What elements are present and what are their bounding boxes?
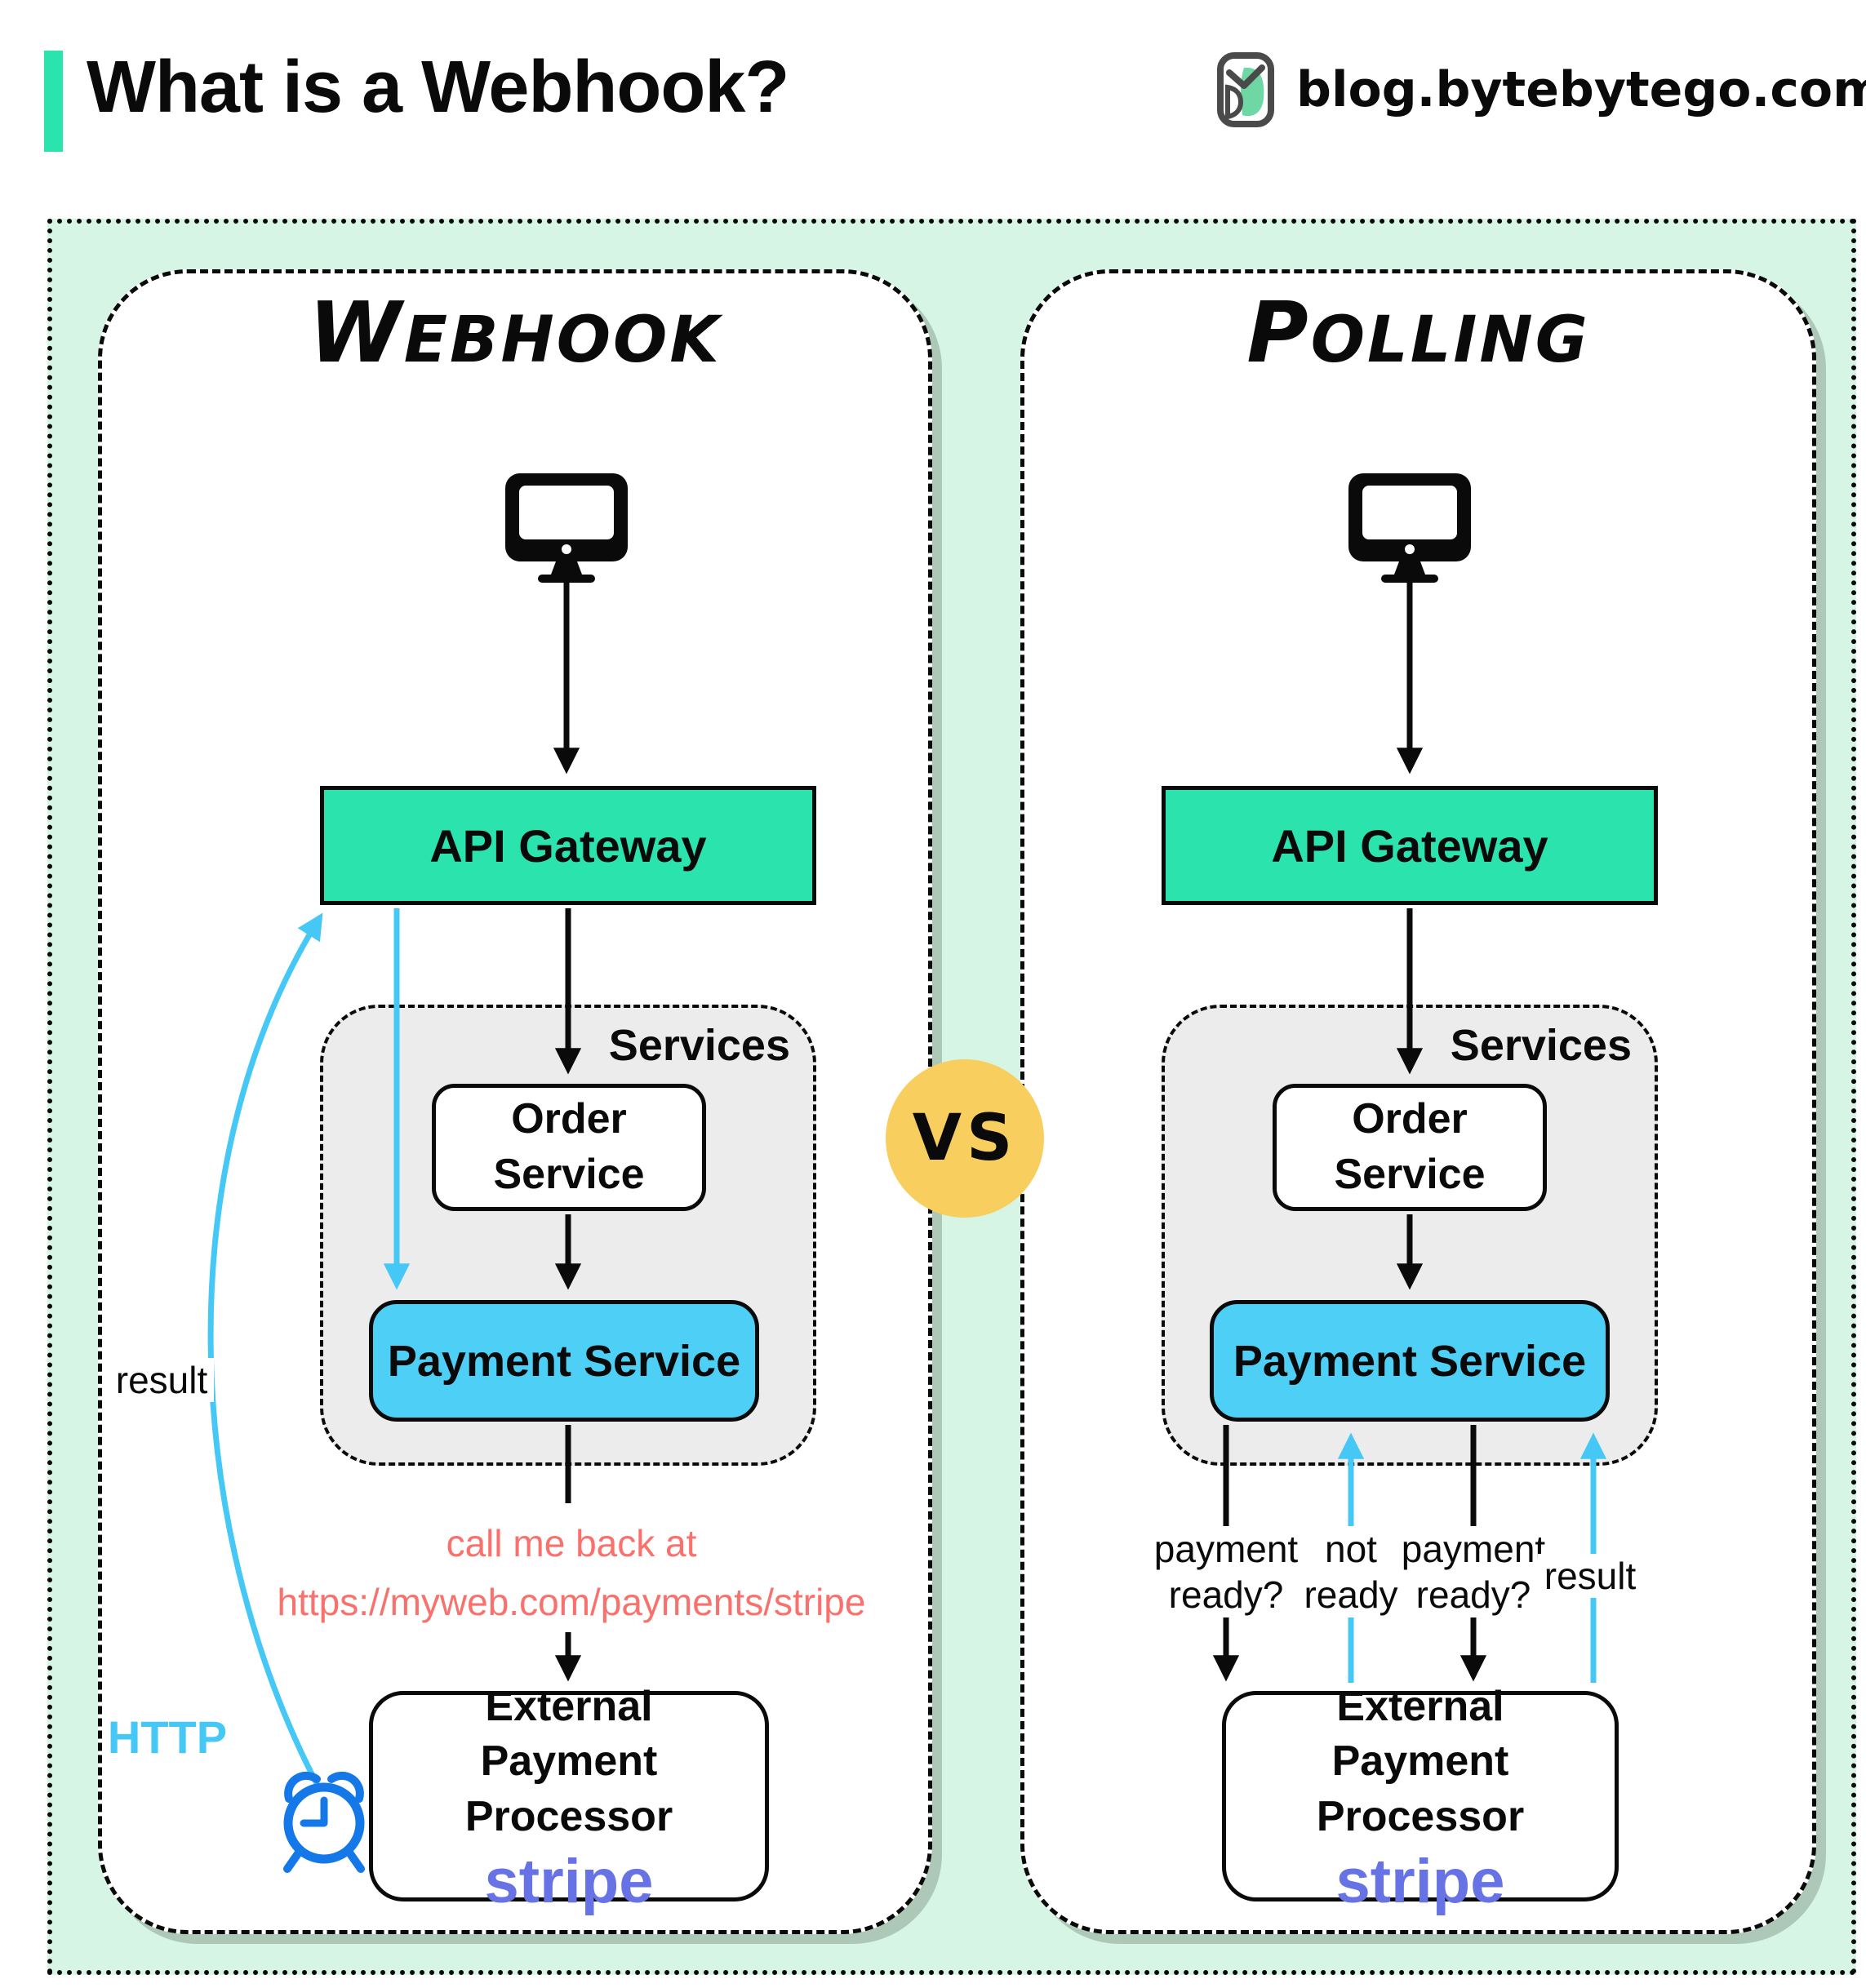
external-line1: External <box>1336 1682 1504 1730</box>
order-service-node-polling: Order Service <box>1273 1084 1547 1211</box>
webhook-panel-title: Webhook <box>309 284 722 382</box>
stripe-wordmark: stripe <box>484 1847 654 1917</box>
vs-badge: VS <box>886 1059 1044 1218</box>
external-line2: Payment Processor <box>464 1737 673 1840</box>
brand-site-text: blog.bytebytego.com <box>1296 61 1866 118</box>
client-monitor-icon <box>1348 473 1471 583</box>
external-payment-processor-node-polling: External Payment Processor stripe <box>1222 1683 1619 1913</box>
result-label-webhook: result <box>96 1358 227 1402</box>
bytebytego-logo-icon <box>1217 52 1274 127</box>
order-service-node-webhook: Order Service <box>432 1084 706 1211</box>
api-gateway-node-polling: API Gateway <box>1162 786 1658 905</box>
stripe-wordmark: stripe <box>1335 1847 1505 1917</box>
order-service-line2: Service <box>1334 1151 1486 1198</box>
polling-panel-title: Polling <box>1246 284 1590 382</box>
http-label: HTTP <box>107 1711 228 1763</box>
order-service-line1: Order <box>511 1095 627 1143</box>
external-line1: External <box>485 1682 653 1730</box>
payment-service-node-webhook: Payment Service <box>369 1300 759 1422</box>
api-gateway-node-webhook: API Gateway <box>320 786 816 905</box>
order-service-line1: Order <box>1352 1095 1468 1143</box>
page-title: What is a Webhook? <box>87 47 789 128</box>
title-accent-bar <box>44 51 63 152</box>
result-label-polling: result <box>1525 1554 1655 1598</box>
external-line2: Payment Processor <box>1316 1737 1525 1840</box>
external-payment-processor-node-webhook: External Payment Processor stripe <box>369 1683 769 1913</box>
brand: blog.bytebytego.com <box>1216 49 1866 131</box>
callback-line1: call me back at <box>439 1515 704 1573</box>
callback-line2: https://myweb.com/payments/stripe <box>270 1573 873 1632</box>
payment-service-node-polling: Payment Service <box>1210 1300 1610 1422</box>
order-service-line2: Service <box>493 1151 645 1198</box>
callback-annotation: call me back at https://myweb.com/paymen… <box>227 1515 916 1632</box>
client-monitor-icon <box>505 473 628 583</box>
services-label: Services <box>1450 1021 1632 1070</box>
alarm-clock-icon <box>283 1771 365 1873</box>
services-label: Services <box>608 1021 790 1070</box>
